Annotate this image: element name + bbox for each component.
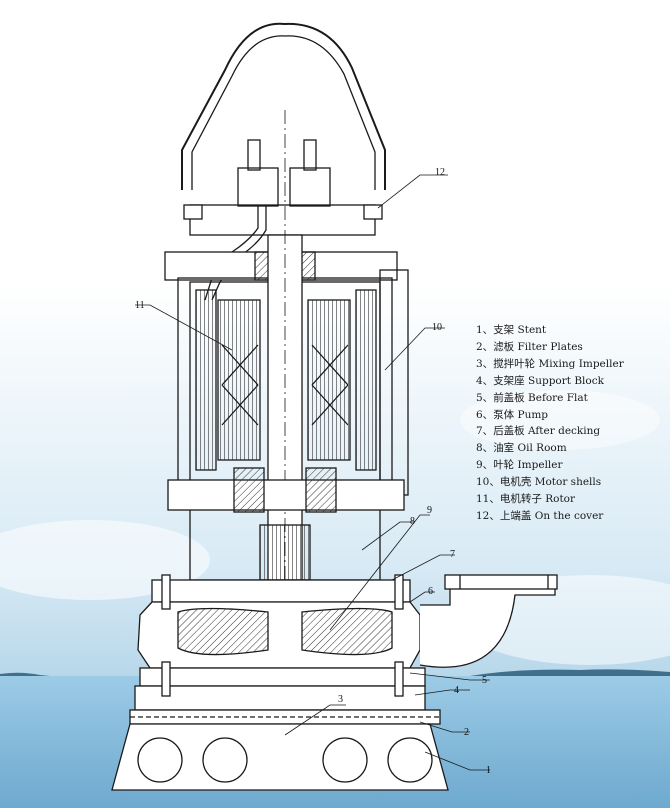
bolt [394, 574, 404, 610]
stator-left [195, 289, 217, 471]
legend-item: 4、支架座 Support Block [476, 374, 604, 387]
before-flat [139, 667, 426, 687]
stent-opening [137, 737, 183, 783]
callout-6: 6 [428, 586, 433, 597]
leader-lines [135, 174, 490, 771]
callout-7: 7 [450, 549, 455, 560]
lifting-handle-inner [191, 35, 376, 190]
after-decking [151, 579, 411, 603]
callout-12: 12 [435, 167, 445, 178]
callout-3: 3 [338, 694, 343, 705]
legend-item: 5、前盖板 Before Flat [476, 391, 588, 404]
callout-numbers: 1 2 3 4 5 6 7 8 9 10 11 12 [135, 167, 491, 776]
mechanical-seal [259, 524, 311, 581]
callout-10: 10 [432, 322, 442, 333]
stent [111, 723, 449, 791]
impeller-left [177, 607, 269, 656]
callout-9: 9 [427, 505, 432, 516]
pump-drawing [111, 22, 558, 791]
leader-7 [391, 554, 455, 581]
lower-bearing [305, 467, 337, 513]
distant-island [470, 669, 670, 676]
leader-1 [424, 751, 490, 771]
callout-2: 2 [464, 727, 469, 738]
callout-5: 5 [482, 675, 487, 686]
leader-11 [135, 304, 233, 351]
stent-opening [387, 737, 433, 783]
legend-item: 7、后盖板 After decking [476, 425, 601, 438]
leader-2 [419, 721, 470, 733]
cable-gland-right [289, 167, 331, 207]
bolt [394, 661, 404, 697]
leader-6 [409, 591, 435, 603]
discharge-flange [444, 574, 558, 590]
leader-5 [409, 672, 490, 681]
callout-8: 8 [410, 516, 415, 527]
impeller-right [301, 607, 393, 656]
rotor-x-left [221, 344, 259, 426]
callout-1: 1 [486, 765, 491, 776]
leader-12 [377, 174, 448, 209]
legend-item: 2、滤板 Filter Plates [476, 340, 583, 353]
callout-11: 11 [135, 300, 145, 311]
leader-10 [384, 327, 445, 371]
stent-opening [202, 737, 248, 783]
cloud [460, 390, 660, 450]
distant-island [0, 672, 50, 676]
top-cover-right-flange [363, 204, 383, 220]
legend-item: 8、油室 Oil Room [476, 442, 567, 455]
top-cover-left-flange [183, 204, 203, 220]
cable-stub [303, 139, 317, 171]
leader-9 [329, 514, 430, 631]
leader-3 [284, 704, 346, 736]
stent-opening [322, 737, 368, 783]
legend-item: 6、泵体 Pump [476, 408, 549, 421]
rotor-x-right [311, 344, 349, 426]
bolt [161, 574, 171, 610]
lifting-handle [181, 22, 386, 190]
leader-4 [414, 689, 470, 696]
legend-item: 10、电机壳 Motor shells [476, 476, 602, 489]
stator-right [355, 289, 377, 471]
legend-item: 9、叶轮 Impeller [476, 459, 563, 472]
lower-bearing [233, 467, 265, 513]
support-block [134, 685, 426, 711]
legend-item: 1、支架 Stent [476, 324, 547, 336]
bolt [161, 661, 171, 697]
legend-item: 11、电机转子 Rotor [476, 493, 576, 506]
callout-4: 4 [454, 685, 459, 696]
legend-item: 3、搅拌叶轮 Mixing Impeller [476, 357, 624, 370]
lower-bearing-housing [167, 479, 405, 511]
legend-item: 12、上端盖 On the cover [476, 509, 604, 522]
parts-legend: 1、支架 Stent 2、滤板 Filter Plates 3、搅拌叶轮 Mix… [476, 322, 666, 525]
cable-stub [247, 139, 261, 171]
leader-8 [361, 521, 414, 551]
